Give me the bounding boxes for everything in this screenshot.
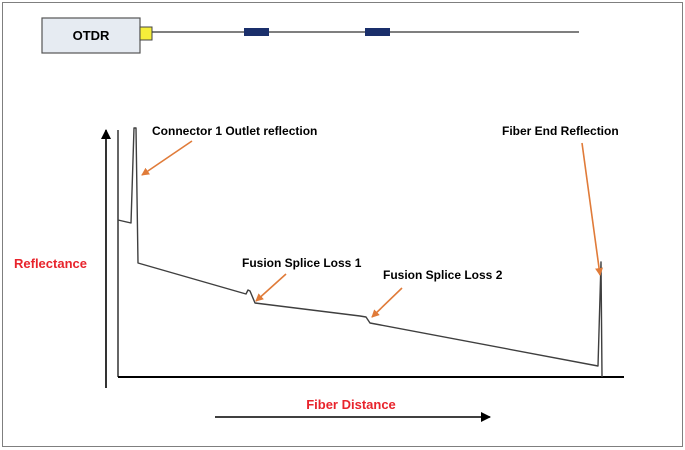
connector-annotation-label: Connector 1 Outlet reflection <box>152 124 317 138</box>
x-axis-label: Fiber Distance <box>306 397 396 412</box>
otdr-trace-line <box>117 127 603 378</box>
connector-annotation-arrow <box>141 140 193 176</box>
fiber-end-annotation-label: Fiber End Reflection <box>502 124 619 138</box>
splice2-annotation-label: Fusion Splice Loss 2 <box>383 268 503 282</box>
otdr-device-box <box>41 17 141 54</box>
connector-block <box>139 26 153 41</box>
splice2-annotation-arrow <box>371 287 403 318</box>
otdr-device-label: OTDR <box>73 28 110 43</box>
splice1-annotation-arrow <box>255 273 287 302</box>
y-axis-label: Reflectance <box>14 256 87 271</box>
splice1-annotation-label: Fusion Splice Loss 1 <box>242 256 362 270</box>
splice-block-2 <box>365 28 390 36</box>
splice-block-1 <box>244 28 269 36</box>
fiber-end-annotation-arrow <box>581 142 604 276</box>
